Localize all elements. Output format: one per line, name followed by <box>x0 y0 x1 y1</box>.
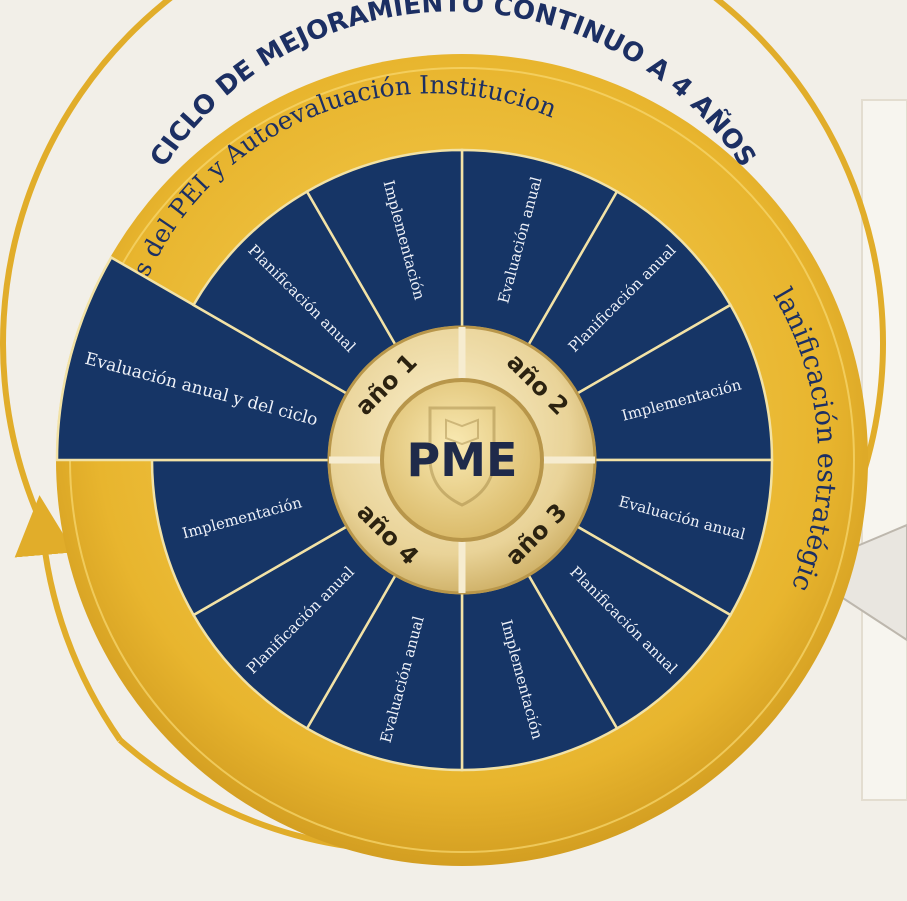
center-label: PME <box>407 433 518 487</box>
cycle-arrow <box>14 495 123 742</box>
pme-core <box>380 378 544 542</box>
cycle-ring <box>0 0 887 562</box>
crest-icon <box>428 406 496 507</box>
